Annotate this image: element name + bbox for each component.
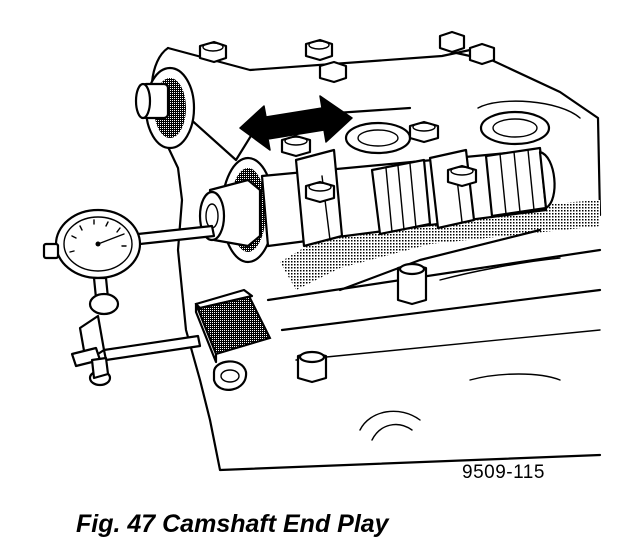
bolt <box>304 38 334 62</box>
camshaft <box>198 146 556 264</box>
dial-indicator-icon <box>42 208 216 387</box>
bolt <box>318 60 348 84</box>
camshaft-seal-housing <box>134 66 196 150</box>
figure-caption: Fig. 47 Camshaft End Play <box>76 510 389 538</box>
bolt <box>408 120 440 144</box>
figure-number: 9509-115 <box>462 462 545 483</box>
magnetic-base <box>194 288 272 391</box>
head-bolts <box>198 30 496 84</box>
bolt <box>446 164 478 188</box>
bolt <box>396 262 428 306</box>
bolt <box>296 350 328 384</box>
bolt <box>280 134 312 158</box>
bolt <box>198 40 228 64</box>
cam-cap-bolts <box>280 120 478 384</box>
cylinder-head <box>150 46 602 472</box>
bolt <box>304 180 336 204</box>
double-headed-arrow-icon <box>239 95 353 151</box>
bolt <box>438 30 496 66</box>
